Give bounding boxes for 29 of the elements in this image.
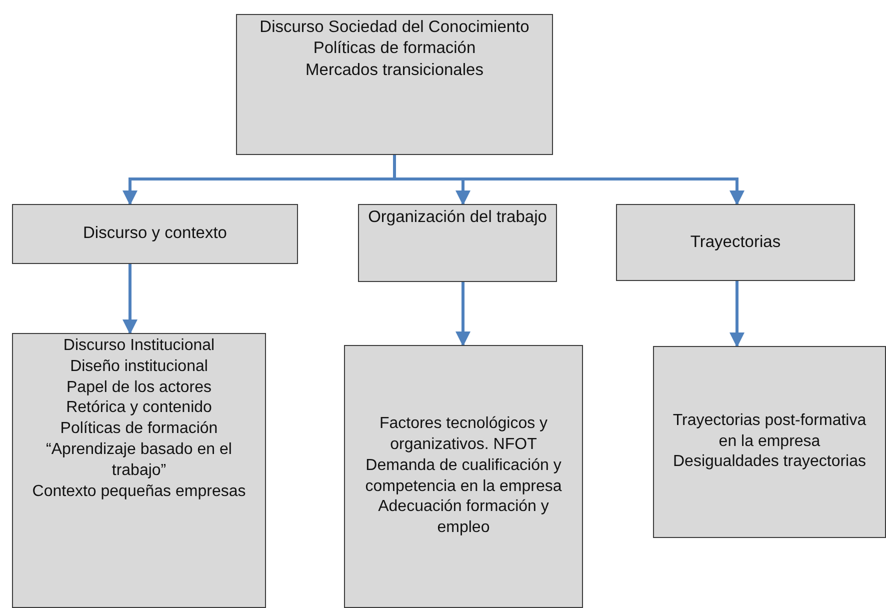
box-text: Trayectorias (690, 232, 781, 253)
box-text: Políticas de formación (313, 38, 476, 60)
box-text: Desigualdades trayectorias (673, 452, 866, 472)
box-text: Retórica y contenido (66, 398, 212, 418)
box-text: Mercados transicionales (306, 60, 484, 81)
box-text: Políticas de formación (60, 419, 218, 440)
box-text: Papel de los actores (66, 378, 212, 398)
arrow (730, 281, 744, 348)
box-text: Contexto pequeñas empresas (32, 482, 246, 502)
box-text: Discurso Sociedad del Conocimiento (260, 17, 530, 38)
box-text: Diseño institucional (70, 356, 208, 377)
process-box (653, 346, 886, 538)
box-text: Demanda de cualificación y competencia en la empresa (364, 456, 563, 496)
box-text: “Aprendizaje basado en el trabajo” (45, 440, 233, 481)
process-box (616, 204, 855, 281)
box-text: Discurso Institucional (63, 336, 215, 356)
arrow (122, 264, 138, 334)
box-text: Adecuación formación y empleo (377, 497, 550, 538)
process-box (12, 333, 266, 608)
box-text: Discurso y contexto (83, 223, 227, 244)
box-text: Trayectorias post-formativa en la empresa (672, 410, 868, 452)
box-text: Organización del trabajo (368, 207, 547, 228)
process-box (12, 204, 298, 264)
process-box (358, 204, 557, 282)
process-box (344, 345, 583, 608)
arrow (393, 155, 744, 206)
process-box (236, 14, 553, 155)
arrow (456, 282, 470, 346)
box-text: Factores tecnológicos y organizativos. NFOT (378, 414, 549, 455)
